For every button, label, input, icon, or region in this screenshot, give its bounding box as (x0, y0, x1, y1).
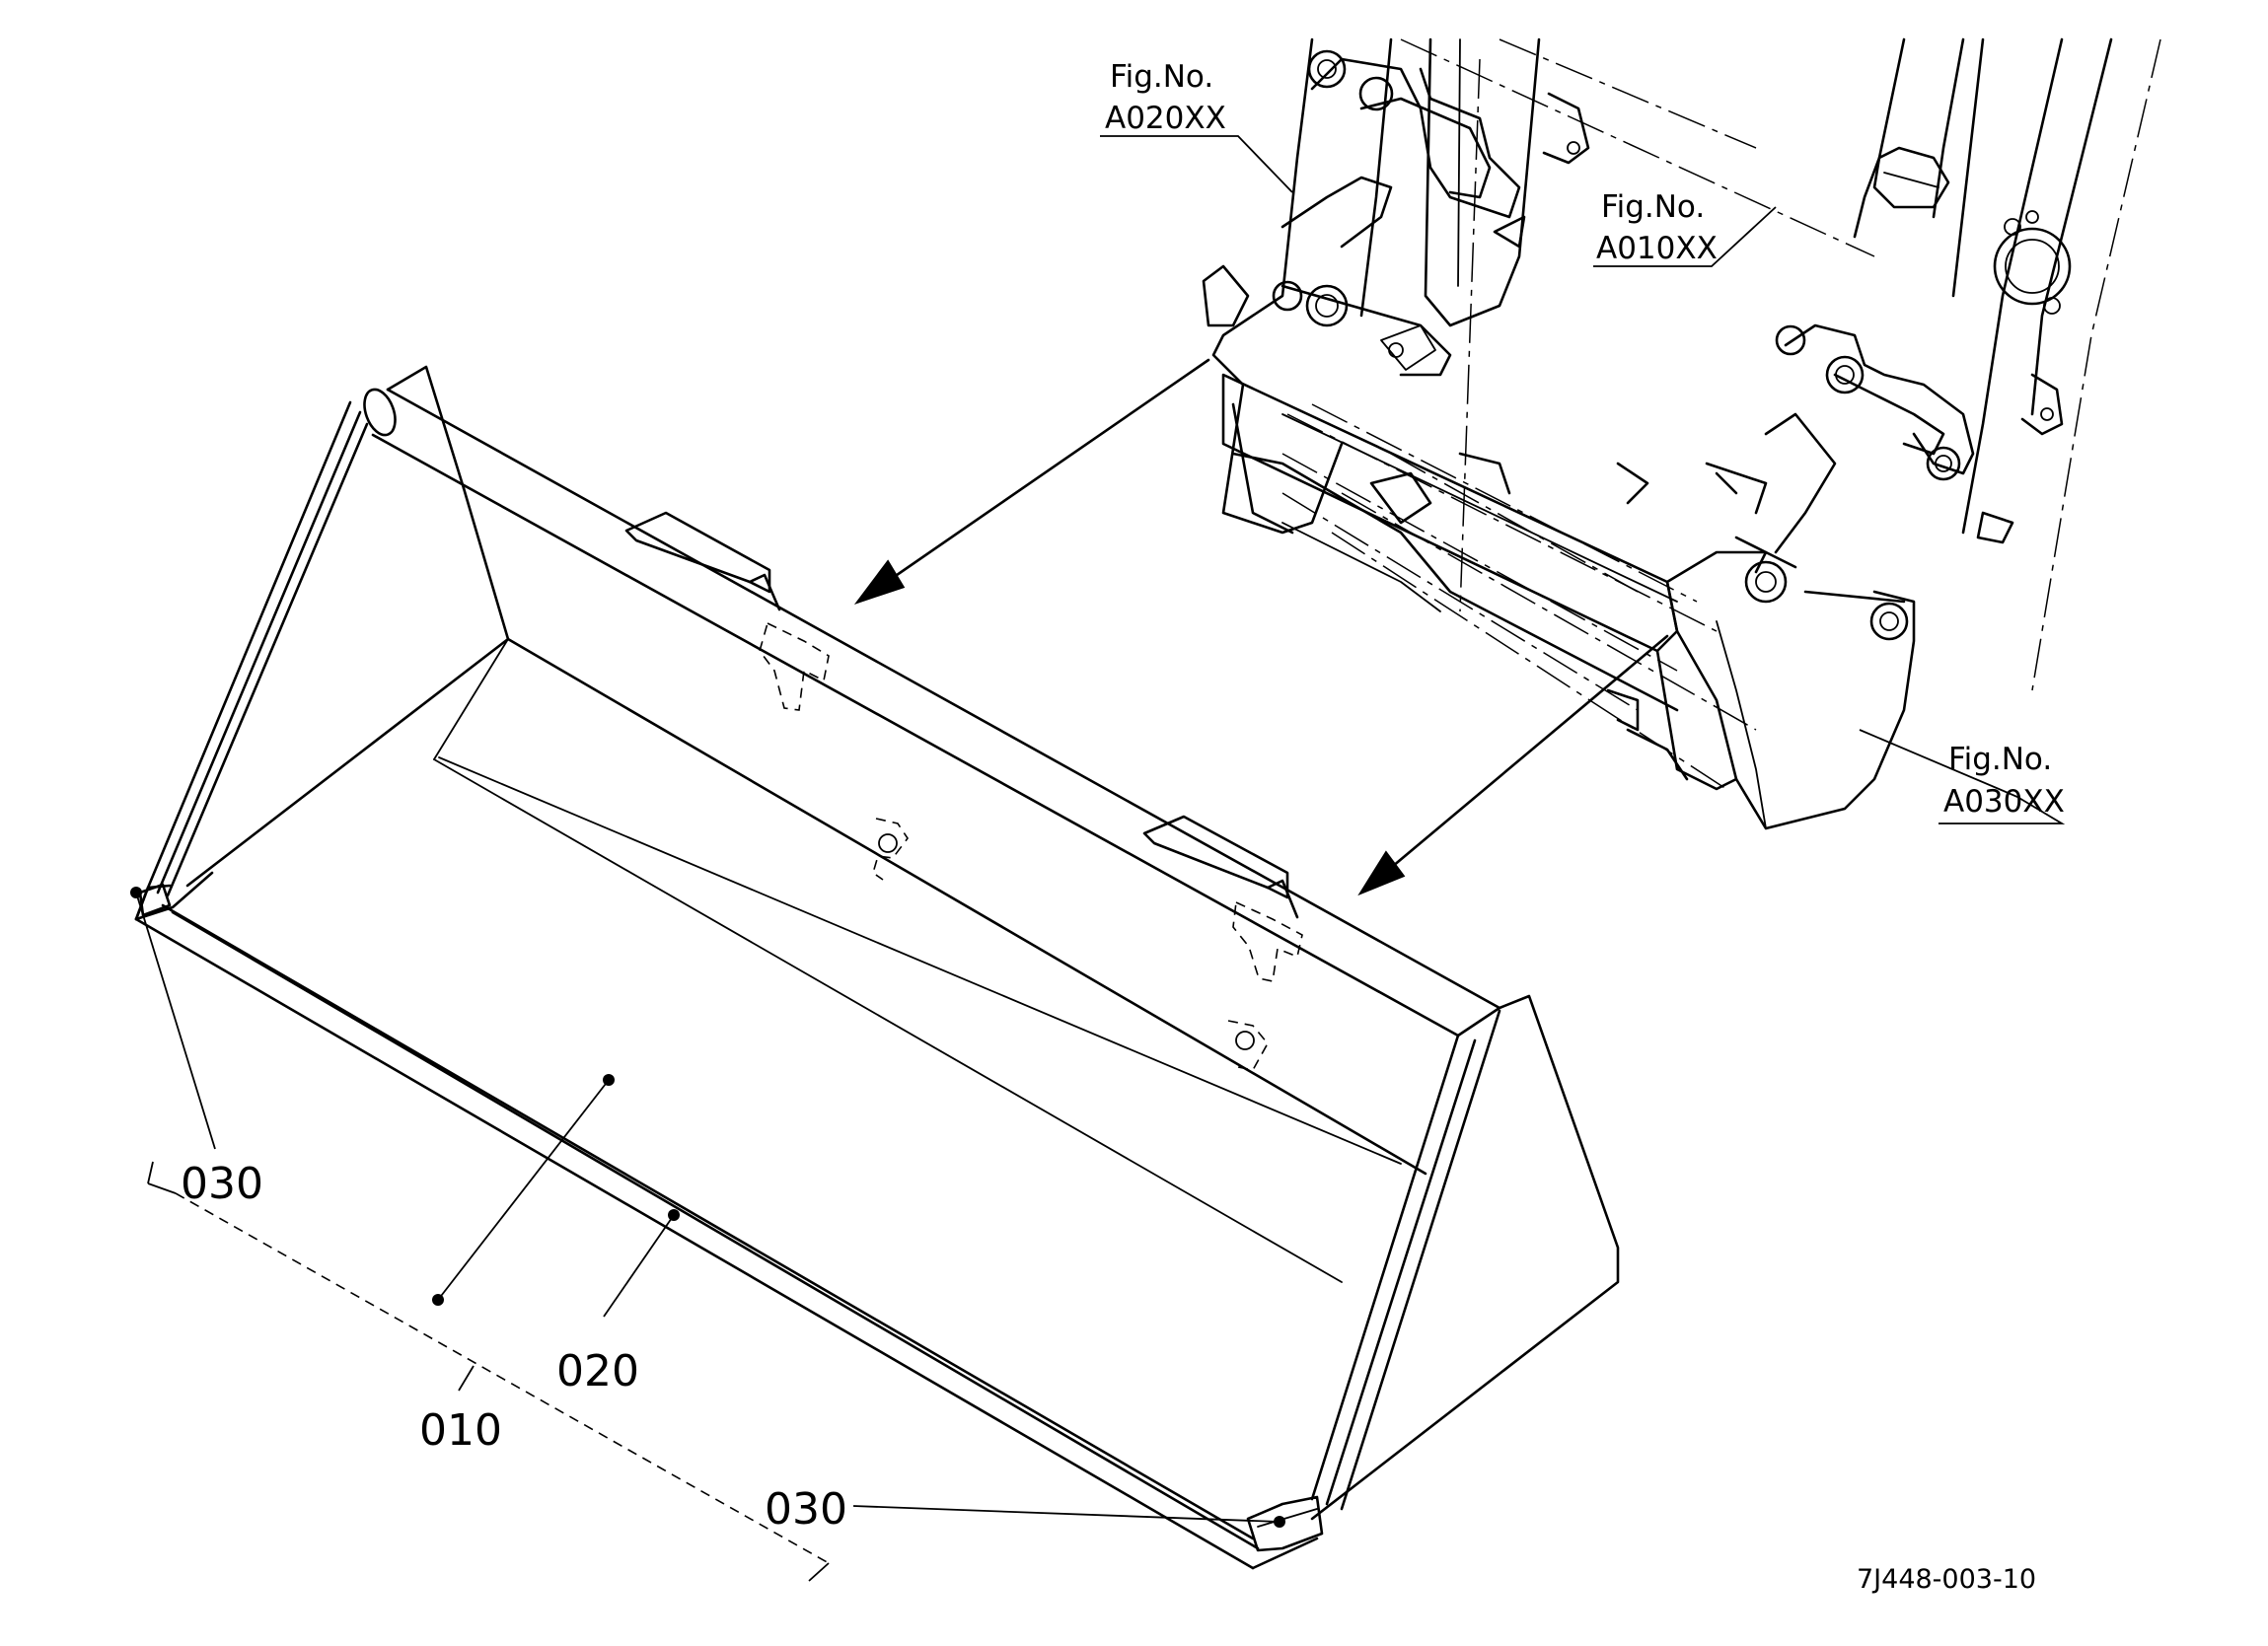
drawing-code: 7J448-003-10 (1857, 1564, 2036, 1595)
ref-a010-line2: A010XX (1596, 231, 1718, 266)
ref-a030-line1: Fig.No. (1948, 742, 2052, 777)
ref-a030-line2: A030XX (1943, 784, 2065, 820)
reference-labels: Fig.No. A020XX Fig.No. A010XX Fig.No. A0… (1105, 59, 2065, 820)
callout-010: 010 (419, 1405, 502, 1456)
ref-a020-line2: A020XX (1105, 101, 1226, 136)
callout-030-left: 030 (181, 1159, 263, 1209)
callout-030-right: 030 (765, 1484, 847, 1535)
loader-frame (1202, 37, 2161, 830)
bucket (134, 365, 1620, 1570)
callout-leaders (130, 887, 1285, 1582)
attach-arrows (853, 358, 1669, 896)
ref-a010-line1: Fig.No. (1601, 189, 1705, 225)
reference-leaders (1100, 135, 2066, 824)
callout-020: 020 (556, 1346, 639, 1396)
ref-a020-line1: Fig.No. (1110, 59, 1213, 95)
callout-numbers: 030 020 010 030 (181, 1159, 847, 1535)
